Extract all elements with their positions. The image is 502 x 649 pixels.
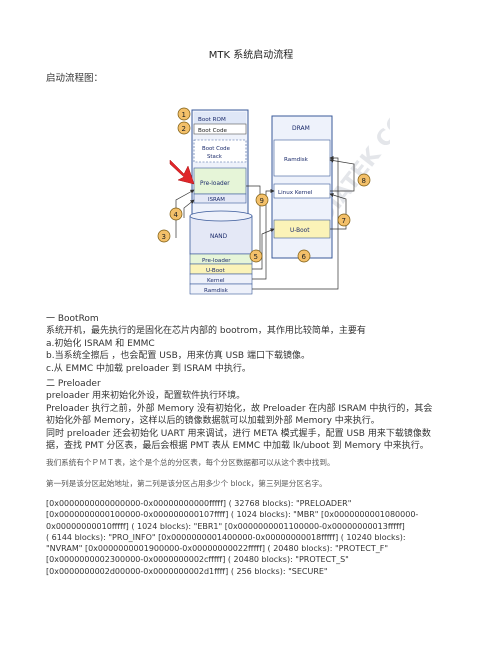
isram-preloader-box [193,167,247,195]
step-number-3: 3 [162,233,166,241]
pmt-table-line: [0x0000000000100000-0x000000000107ffff] … [46,510,419,520]
boot-code-box [193,123,247,135]
section-heading: 一 BootRom [46,314,99,324]
isram-preloader-label: Pre-loader [200,181,230,187]
nand-body [189,215,253,255]
paragraph-line: 初始化外部 Memory，这样以后的镜像数据就可以加载到外部 Memory 中来… [46,416,380,427]
nand-label: NAND [210,234,228,240]
boot-code-stack-box [193,139,247,163]
step-number-5: 5 [254,253,258,261]
pmt-table-line: [0x0000000002d00000-0x0000000002d1ffff] … [46,566,328,576]
step-marker-5 [249,249,263,263]
pmt-table: [0x0000000000000000-0x00000000000fffff] … [46,498,418,577]
step-marker-7 [337,213,351,227]
boot-rom-area [194,112,246,124]
step-number-2: 2 [182,125,186,133]
nand-part-preloader-label: Pre-loader [202,258,231,264]
step-marker-9 [255,193,269,207]
isram-label: ISRAM [208,197,225,203]
step-marker-1 [177,107,191,121]
nand-top [189,210,253,222]
paragraph-line: b.当系统全擦后 ，也会配置 USB，用来仿真 USB 端口下载镜像。 [46,351,310,362]
nand-part-uboot-label: U-Boot [206,268,226,274]
section-heading: 二 Preloader [46,379,101,389]
section-bootrom: 一 BootRom 系统开机，最先执行的是固化在芯片内部的 bootrom，其作… [46,313,366,375]
boot-code-stack-label-2: Stack [207,154,223,160]
boot-code-stack-label: Boot Code [202,146,231,152]
paragraph-line: 系统开机，最先执行的是固化在芯片内部的 bootrom，其作用比较简单，主要有 [46,326,366,337]
nand-part-kernel-label: Kernel [207,278,225,284]
paragraph-line: preloader 用来初始化外设，配置软件执行环境。 [46,391,246,402]
step-number-1: 1 [182,111,186,119]
dram-ramdisk-box [273,139,331,177]
paragraph-line: 据，查找 PMT 分区表，最后会根据 PMT 表从 EMMC 中加载 lk/ub… [46,441,429,452]
step-marker-3 [157,229,171,243]
step-marker-2 [177,121,191,135]
pmt-table-line: 0x00000000010fffff] ( 1024 blocks): "EBR… [46,521,405,531]
step-number-9: 9 [260,197,264,205]
red-arrow-icon [169,159,195,185]
step-number-7: 7 [342,217,346,225]
nand-part-ramdisk-label: Ramdisk [204,288,229,294]
step-markers: 1 2 3 4 5 6 7 8 9 [157,107,371,263]
pmt-table-line: [0x0000000002300000-0x0000000002cfffff] … [46,555,349,565]
step-number-4: 4 [174,211,179,219]
pmt-table-line: ( 6144 blocks): "PRO_INFO" [0x0000000001… [46,532,406,542]
pmt-note-2: 第一列是该分区起始地址，第二列是该分区占用多少个 block，第三列是分区名字。 [46,479,327,488]
isram-box [193,193,247,204]
boot-code-label: Boot Code [198,128,228,134]
paragraph-line: a.初始化 ISRAM 和 EMMC [46,338,155,349]
paragraph-line: c.从 EMMC 中加载 preloader 到 ISRAM 中执行。 [46,363,251,374]
step-number-6: 6 [302,253,307,261]
boot-flow-diagram: MEDIATEK CONFIDENTIAL @jrdcom Boot ROM B… [157,104,390,295]
boot-rom-label: Boot ROM [198,117,226,123]
diagram-caption: 启动流程图： [46,73,104,84]
pmt-table-line: [0x0000000000000000-0x00000000000fffff] … [46,499,352,508]
pmt-note-1: 我们系统有个ＰＭＴ表，这个是个总的分区表，每个分区数据都可以从这个表中找到。 [46,458,335,467]
section-preloader: 二 Preloader preloader 用来初始化外设，配置软件执行环境。 … [46,378,432,452]
paragraph-line: 同时 preloader 还会初始化 UART 用来调试，进行 META 模式握… [46,428,431,439]
dram-uboot-label: U-Boot [290,228,310,234]
pmt-table-line: "NVRAM" [0x0000000001900000-0x0000000002… [46,544,389,554]
step-marker-8 [357,173,371,187]
paragraph-line: Preloader 执行之前，外部 Memory 没有初始化，故 Preload… [46,403,433,414]
linux-kernel-label: Linux Kernel [278,190,313,196]
step-marker-6 [297,249,311,263]
dram-label: DRAM [292,125,310,132]
step-number-8: 8 [362,177,366,185]
step-marker-4 [169,207,183,221]
page-title: MTK 系统启动流程 [208,50,294,61]
dram-ramdisk-label: Ramdisk [284,157,309,163]
